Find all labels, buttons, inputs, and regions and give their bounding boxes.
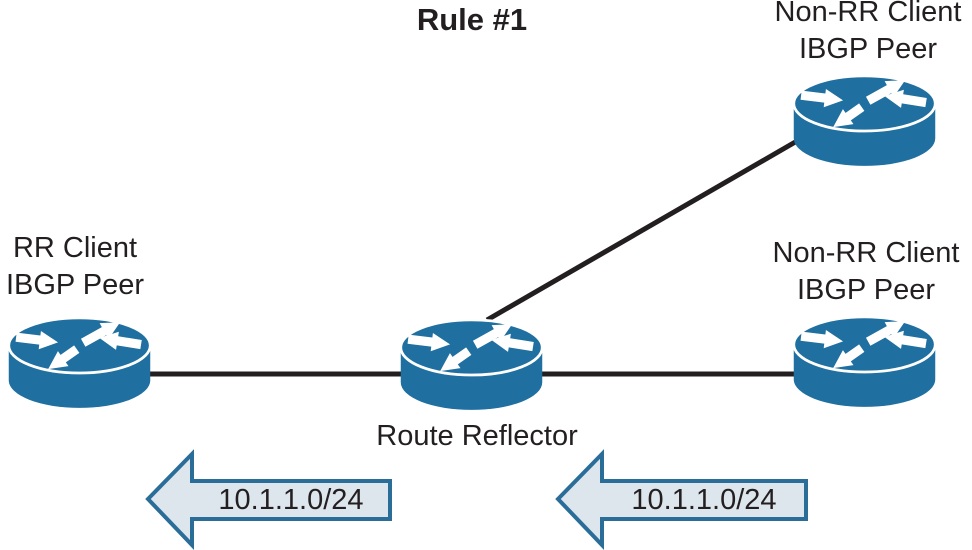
diagram-title: Rule #1	[416, 2, 528, 37]
route-advertisement-arrow-left	[145, 449, 392, 550]
router-icon-route-reflector	[399, 316, 544, 412]
node-label-line: IBGP Peer	[798, 33, 938, 65]
node-label-line: Non-RR Client	[772, 237, 960, 269]
route-advertisement-arrow-right	[555, 449, 808, 550]
router-icon-rr-client	[7, 314, 152, 410]
node-label-line: Non-RR Client	[774, 0, 962, 28]
route-prefix-label-left: 10.1.1.0/24	[218, 484, 364, 516]
node-label-non-rr-client-top: Non-RR Client IBGP Peer	[744, 0, 972, 68]
node-label-line: RR Client	[12, 232, 138, 264]
node-label-rr-client: RR Client IBGP Peer	[0, 230, 199, 304]
router-icon-non-rr-client-top	[792, 72, 937, 168]
router-icon-non-rr-client-right	[792, 313, 937, 409]
node-label-non-rr-client-right: Non-RR Client IBGP Peer	[742, 235, 972, 309]
node-label-line: IBGP Peer	[5, 269, 145, 301]
link-route-reflector-to-non-rr-client-top	[485, 138, 799, 323]
node-label-line: IBGP Peer	[796, 274, 936, 306]
route-prefix-label-right: 10.1.1.0/24	[631, 484, 777, 516]
node-label-route-reflector: Route Reflector	[376, 420, 578, 452]
